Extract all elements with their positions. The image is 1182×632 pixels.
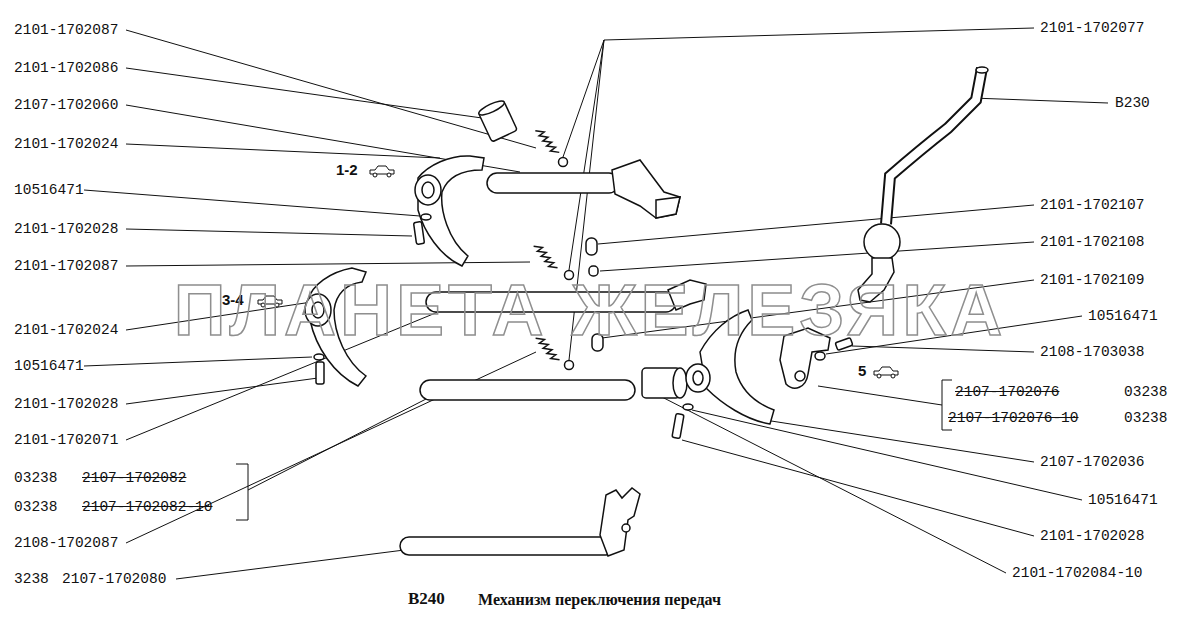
figure-code: В240 bbox=[408, 590, 445, 608]
part-number: 2108-1703038 bbox=[1040, 343, 1144, 361]
part-number: В230 bbox=[1115, 94, 1150, 112]
part-number: 03238 bbox=[14, 498, 58, 516]
superseded-part-number: 2107-1702082 bbox=[82, 469, 186, 487]
part-number: 2101-1702087 bbox=[14, 257, 118, 275]
superseded-part-number: 2107-1702076-10 bbox=[948, 409, 1079, 427]
leader-lines bbox=[84, 28, 1108, 579]
gear-label: 1-2 bbox=[336, 161, 358, 179]
part-number: 03238 bbox=[1124, 383, 1168, 401]
watermark: ПЛАНЕТА ЖЕЛЕЗЯКА bbox=[174, 270, 1006, 350]
part-number: 10516471 bbox=[1088, 491, 1158, 509]
part-number: 2101-1702024 bbox=[14, 321, 118, 339]
figure-caption: Механизм переключения передач bbox=[478, 590, 721, 610]
part-number: 2101-1702024 bbox=[14, 135, 118, 153]
part-number: 2101-1702071 bbox=[14, 431, 118, 449]
part-number: 2101-1702084-10 bbox=[1012, 564, 1143, 582]
part-number: 10516471 bbox=[14, 181, 84, 199]
part-number: 2101-1702028 bbox=[14, 395, 118, 413]
part-number: 2101-1702108 bbox=[1040, 233, 1144, 251]
part-number: 3238 bbox=[14, 570, 49, 588]
part-number: 2101-1702028 bbox=[1040, 527, 1144, 545]
part-number: 2107-1702060 bbox=[14, 96, 118, 114]
superseded-part-number: 2107-1702076 bbox=[955, 383, 1059, 401]
part-number: 2101-1702107 bbox=[1040, 196, 1144, 214]
part-number: 2101-1702028 bbox=[14, 220, 118, 238]
part-number: 2101-1702086 bbox=[14, 59, 118, 77]
part-number: 10516471 bbox=[14, 357, 84, 375]
part-number: 03238 bbox=[1124, 409, 1168, 427]
part-number: 10516471 bbox=[1088, 307, 1158, 325]
part-number: 2101-1702109 bbox=[1040, 271, 1144, 289]
part-number: 03238 bbox=[14, 469, 58, 487]
superseded-part-number: 2107-1702082-10 bbox=[82, 498, 213, 516]
gear-label: 5 bbox=[858, 362, 866, 380]
part-number: 2107-1702036 bbox=[1040, 453, 1144, 471]
part-number: 2108-1702087 bbox=[14, 534, 118, 552]
part-number: 2101-1702087 bbox=[14, 21, 118, 39]
part-number: 2101-1702077 bbox=[1040, 19, 1144, 37]
part-number: 2107-1702080 bbox=[62, 570, 166, 588]
